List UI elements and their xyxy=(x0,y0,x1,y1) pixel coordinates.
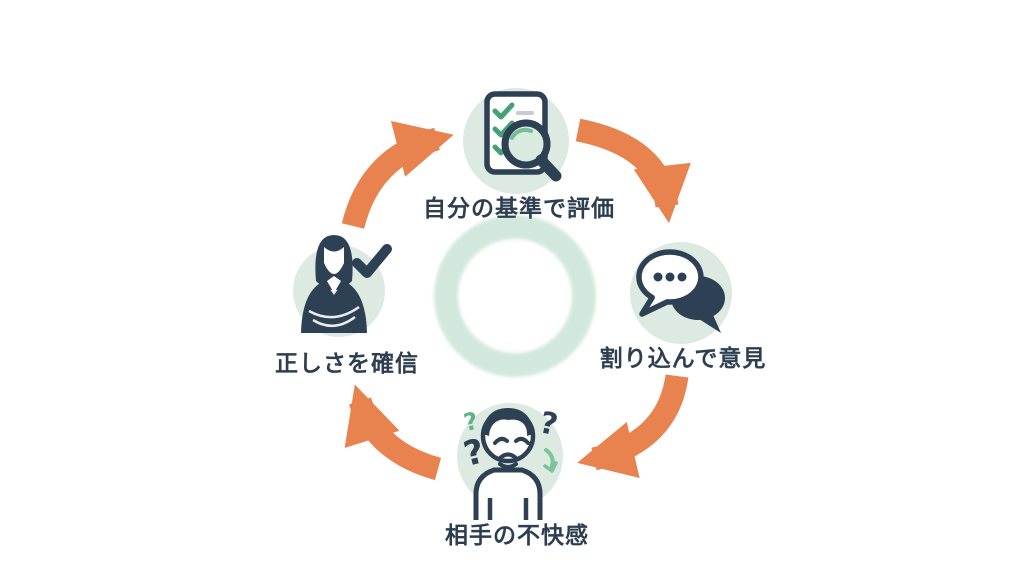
torso xyxy=(473,467,543,520)
checkmark-icon xyxy=(352,244,392,278)
question-mark-icon: ? xyxy=(461,407,480,437)
hair xyxy=(483,408,533,436)
sad-eyebrow xyxy=(493,436,509,445)
outline-speech-bubble xyxy=(636,249,704,317)
confident-woman-icon xyxy=(301,235,392,333)
frown-mouth xyxy=(498,452,518,460)
magnifier-handle xyxy=(535,154,562,182)
arrow-left-to-top xyxy=(341,121,454,229)
arrow-bottom-to-left xyxy=(344,384,442,481)
node-label-interrupt: 割り込んで意見 xyxy=(599,345,767,371)
question-mark-icon: ? xyxy=(536,405,560,443)
checklist-magnifier-icon xyxy=(484,91,562,182)
node-label-discomfort: 相手の不快感 xyxy=(445,522,589,548)
node-label-evaluate: 自分の基準で評価 xyxy=(423,195,615,221)
collar xyxy=(327,276,341,293)
arrow-right-to-bottom xyxy=(577,374,689,478)
face xyxy=(324,247,344,274)
checkmark-icon xyxy=(492,102,515,120)
checkmark-icon xyxy=(492,120,515,138)
sad-eyebrow xyxy=(514,436,530,445)
curved-arrow-icon xyxy=(544,448,555,471)
confused-person-icon: ? ? ? xyxy=(460,405,561,520)
arrow-top-to-right xyxy=(575,118,691,224)
node-label-conviction: 正しさを確信 xyxy=(275,350,419,376)
speech-bubbles-icon xyxy=(636,249,726,333)
crossed-arms xyxy=(308,305,360,319)
crossed-arms xyxy=(312,315,356,327)
